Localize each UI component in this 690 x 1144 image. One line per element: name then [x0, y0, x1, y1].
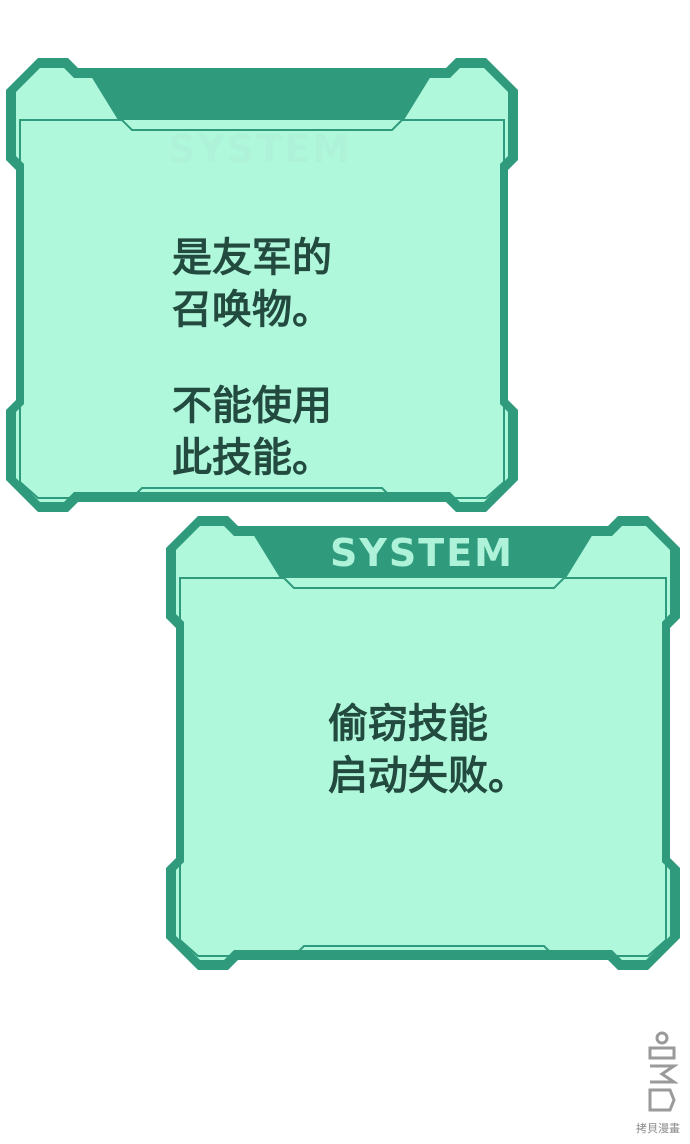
message-text: 是友军的 召唤物。 — [172, 235, 332, 333]
message-text: 偷窃技能 启动失败。 — [328, 701, 528, 799]
message-text: 不能使用 此技能。 — [172, 383, 332, 481]
panel-title: SYSTEM — [330, 531, 514, 575]
panel-title: SYSTEM — [168, 127, 352, 171]
system-message-panel: SYSTEM 是友军的 召唤物。 不能使用 此技能。 — [0, 52, 524, 518]
watermark-logo — [648, 1031, 678, 1112]
panel-frame — [6, 58, 518, 512]
watermark: 拷貝漫畫 — [622, 1030, 682, 1136]
panel-frame — [166, 516, 680, 970]
watermark-caption: 拷貝漫畫 — [636, 1122, 680, 1135]
system-message-panel: SYSTEM 偷窃技能 启动失败。 — [160, 510, 686, 976]
